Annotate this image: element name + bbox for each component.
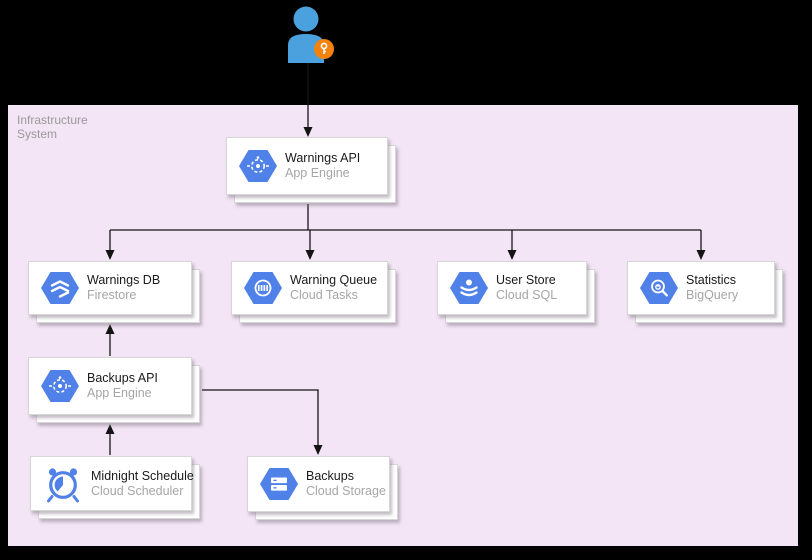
node-backups-api[interactable]: Backups API App Engine — [28, 357, 192, 415]
node-subtitle: Cloud Scheduler — [91, 483, 184, 498]
edge-backups-api-to-backups — [202, 389, 319, 446]
node-title: Backups — [306, 469, 354, 483]
node-label: Midnight Schedule Cloud Scheduler — [91, 468, 194, 499]
arrowhead-down-icon — [313, 445, 323, 455]
zone-label: Infrastructure System — [17, 113, 88, 141]
node-title: Warnings API — [285, 151, 361, 165]
arrowhead-down-icon — [305, 250, 315, 260]
node-label: Warnings DB Firestore — [87, 273, 160, 303]
node-subtitle: BigQuery — [686, 288, 739, 302]
node-title: Warnings DB — [87, 273, 161, 287]
node-title: Warning Queue — [290, 273, 378, 287]
node-label: Statistics BigQuery — [686, 273, 738, 303]
node-title: Midnight Schedule — [91, 468, 194, 483]
node-subtitle: Cloud Tasks — [290, 288, 358, 302]
node-warning-queue[interactable]: Warning Queue Cloud Tasks — [231, 261, 388, 315]
node-subtitle: Cloud Storage — [306, 484, 386, 498]
node-label: User Store Cloud SQL — [496, 273, 557, 303]
arrowhead-down-icon — [507, 250, 517, 260]
arrowhead-down-icon — [303, 127, 313, 137]
node-subtitle: App Engine — [285, 166, 350, 180]
bigquery-icon — [640, 272, 678, 304]
node-user-store[interactable]: User Store Cloud SQL — [437, 261, 587, 315]
arrowhead-down-icon — [105, 250, 115, 260]
app-engine-icon — [41, 370, 79, 402]
arrowhead-up-icon — [105, 424, 115, 434]
node-title: Statistics — [686, 273, 737, 287]
node-midnight-schedule[interactable]: Midnight Schedule Cloud Scheduler — [30, 456, 194, 511]
node-title: Backups API — [87, 371, 158, 385]
arrowhead-up-icon — [105, 324, 115, 334]
cloud-sql-icon — [450, 272, 488, 304]
node-label: Warnings API App Engine — [285, 151, 360, 181]
cloud-tasks-icon — [244, 272, 282, 304]
cloud-storage-icon — [260, 468, 298, 500]
cloud-scheduler-icon — [43, 465, 83, 503]
node-warnings-db[interactable]: Warnings DB Firestore — [28, 261, 192, 315]
authenticated-user-icon[interactable] — [284, 5, 336, 63]
node-label: Backups Cloud Storage — [306, 469, 386, 499]
node-subtitle: Firestore — [87, 288, 137, 302]
arrowhead-down-icon — [696, 250, 706, 260]
node-backups[interactable]: Backups Cloud Storage — [247, 456, 390, 512]
firestore-icon — [41, 272, 79, 304]
node-subtitle: App Engine — [87, 386, 152, 400]
node-subtitle: Cloud SQL — [496, 288, 558, 302]
node-statistics[interactable]: Statistics BigQuery — [627, 261, 775, 315]
node-title: User Store — [496, 273, 556, 287]
node-label: Warning Queue Cloud Tasks — [290, 273, 377, 303]
app-engine-icon — [239, 150, 277, 182]
node-warnings-api[interactable]: Warnings API App Engine — [226, 137, 388, 195]
node-label: Backups API App Engine — [87, 371, 158, 401]
